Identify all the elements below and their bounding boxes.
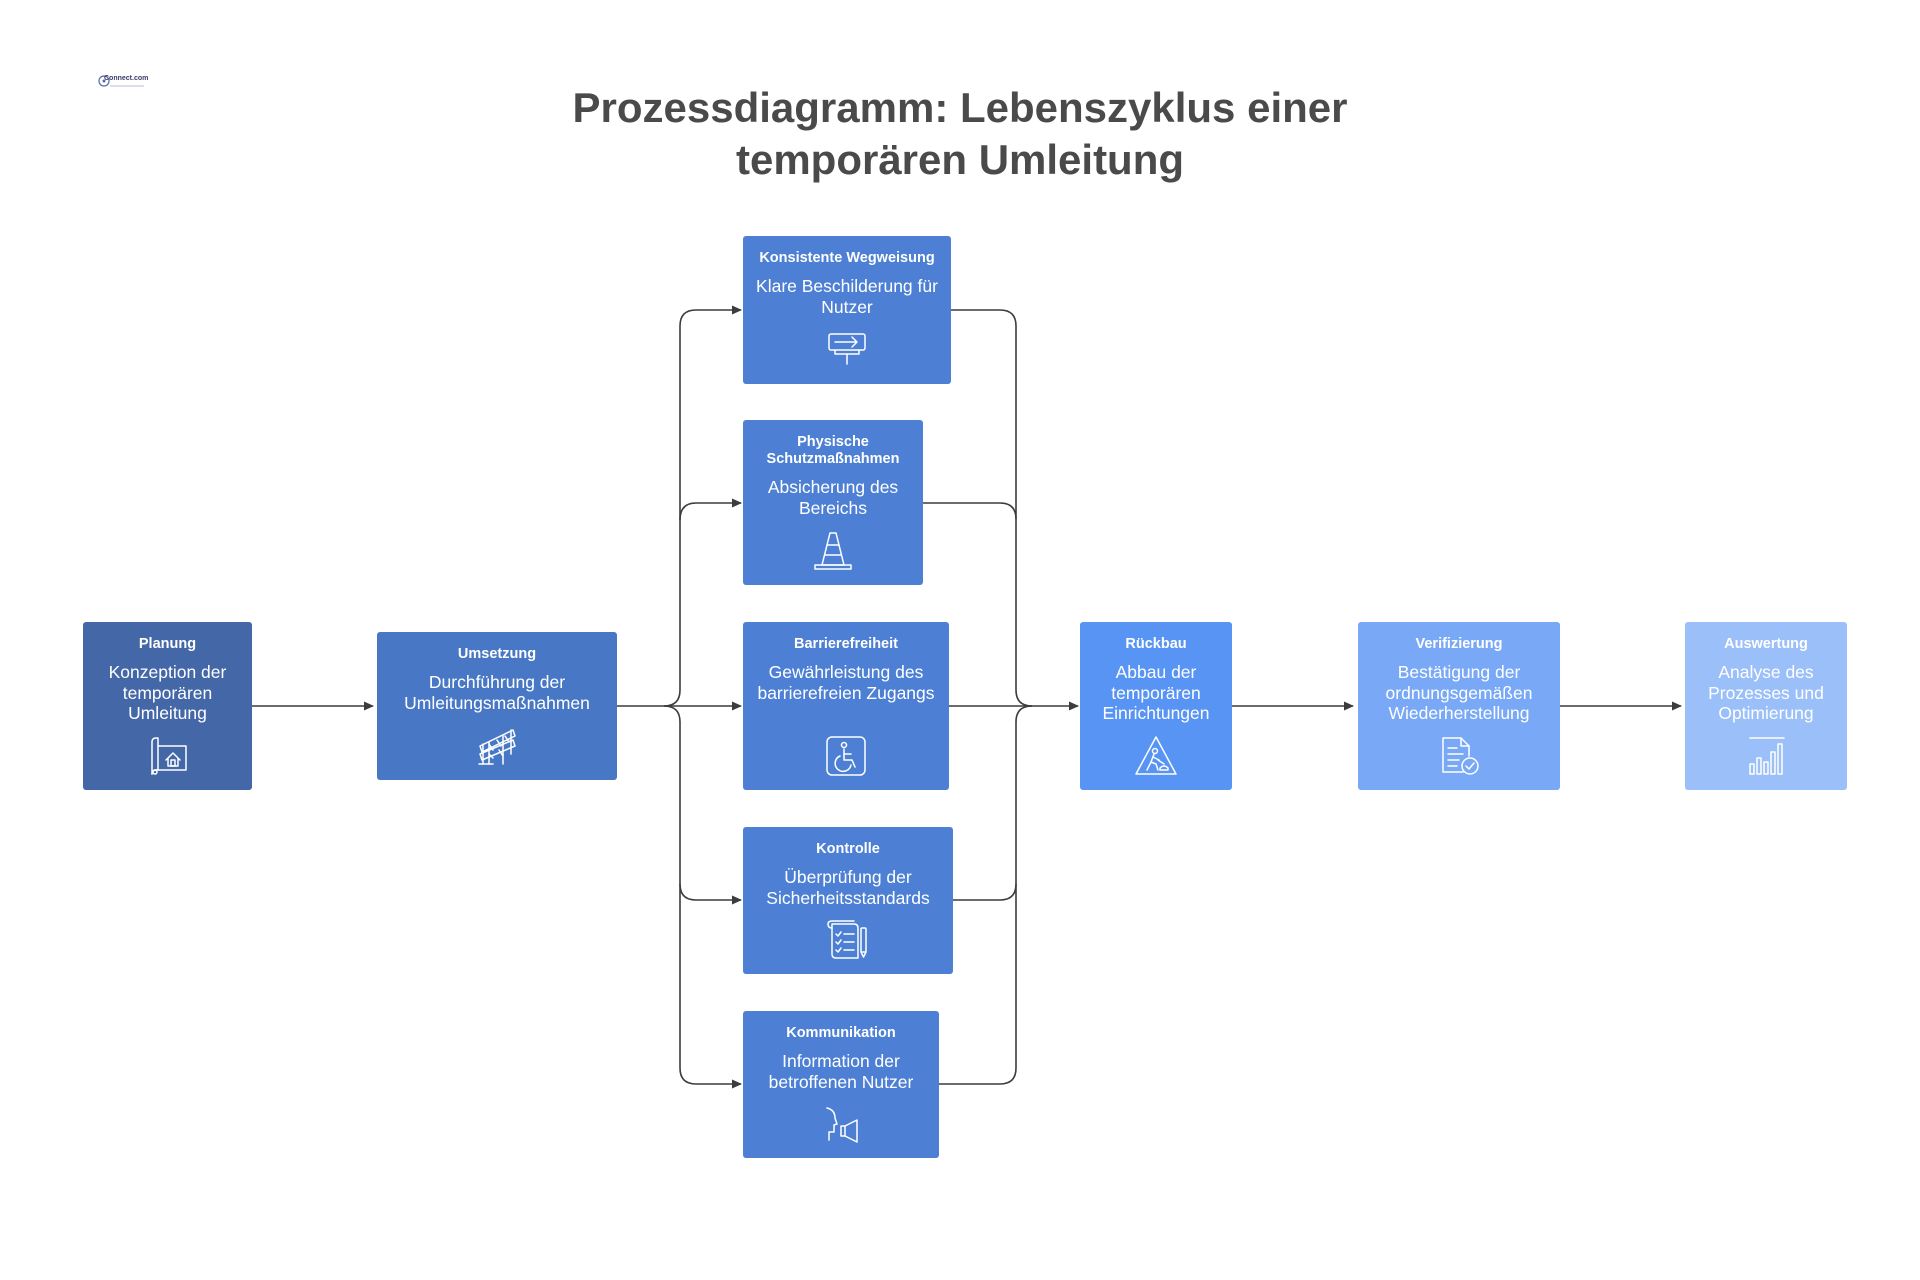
edge-from-kommunikation	[939, 705, 1033, 1085]
node-title: Umsetzung	[457, 646, 537, 662]
edge-from-schutz	[923, 502, 1017, 520]
node-title: Auswertung	[1724, 636, 1808, 652]
node-description: Überprüfung der Sicherheitsstandards	[766, 867, 930, 908]
blueprint-house-icon	[146, 734, 190, 778]
checklist-icon	[826, 918, 870, 962]
page-title: Prozessdiagramm: Lebenszyklus einer temp…	[572, 84, 1348, 183]
edge-to-kontrolle	[663, 705, 742, 905]
node-title: Kommunikation	[786, 1025, 896, 1041]
document-check-icon	[1437, 734, 1481, 778]
node-description: Information der betroffenen Nutzer	[768, 1051, 914, 1092]
edge-to-wegweisung	[663, 305, 742, 707]
node-title: Kontrolle	[816, 841, 880, 857]
node-description: Gewährleistung des barrierefreien Zugang…	[757, 662, 935, 703]
node-description: Klare Beschilderung für Nutzer	[756, 276, 938, 317]
company-logo	[98, 72, 146, 90]
node-title: Physische Schutzmaßnahmen	[766, 434, 900, 467]
barrier-icon	[475, 724, 519, 768]
node-barrierefreiheit: Barrierefreiheit Gewährleistung des barr…	[743, 622, 949, 790]
road-work-icon	[1134, 734, 1178, 778]
node-description: Konzeption der temporären Umleitung	[108, 662, 227, 723]
megaphone-icon	[819, 1102, 863, 1146]
signpost-icon	[825, 328, 869, 372]
node-wegweisung: Konsistente Wegweisung Klare Beschilderu…	[743, 236, 951, 384]
node-description: Absicherung des Bereichs	[767, 477, 899, 518]
node-title: Barrierefreiheit	[794, 636, 898, 652]
node-description: Abbau der temporären Einrichtungen	[1102, 662, 1210, 723]
node-title: Konsistente Wegweisung	[759, 250, 935, 266]
node-rueckbau: Rückbau Abbau der temporären Einrichtung…	[1080, 622, 1232, 790]
node-kontrolle: Kontrolle Überprüfung der Sicherheitssta…	[743, 827, 953, 974]
node-description: Analyse des Prozesses und Optimierung	[1708, 662, 1824, 723]
node-title: Verifizierung	[1415, 636, 1503, 652]
node-planung: Planung Konzeption der temporären Umleit…	[83, 622, 252, 790]
node-description: Bestätigung der ordnungsgemäßen Wiederhe…	[1385, 662, 1533, 723]
node-description: Durchführung der Umleitungsmaßnahmen	[404, 672, 590, 713]
edge-to-schutz	[679, 498, 742, 521]
node-kommunikation: Kommunikation Information der betroffene…	[743, 1011, 939, 1158]
logo-text: Connect.com	[104, 75, 149, 82]
node-schutz: Physische Schutzmaßnahmen Absicherung de…	[743, 420, 923, 585]
node-title: Rückbau	[1125, 636, 1187, 652]
edge-from-kontrolle	[953, 883, 1017, 901]
node-verifizierung: Verifizierung Bestätigung der ordnungsge…	[1358, 622, 1560, 790]
node-umsetzung: Umsetzung Durchführung der Umleitungsmaß…	[377, 632, 617, 780]
edge-from-wegweisung	[951, 309, 1033, 707]
bar-chart-icon	[1744, 734, 1788, 778]
wheelchair-icon	[824, 734, 868, 778]
traffic-cone-icon	[811, 529, 855, 573]
node-auswertung: Auswertung Analyse des Prozesses und Opt…	[1685, 622, 1847, 790]
edge-to-kommunikation	[679, 884, 742, 1089]
node-title: Planung	[138, 636, 197, 652]
